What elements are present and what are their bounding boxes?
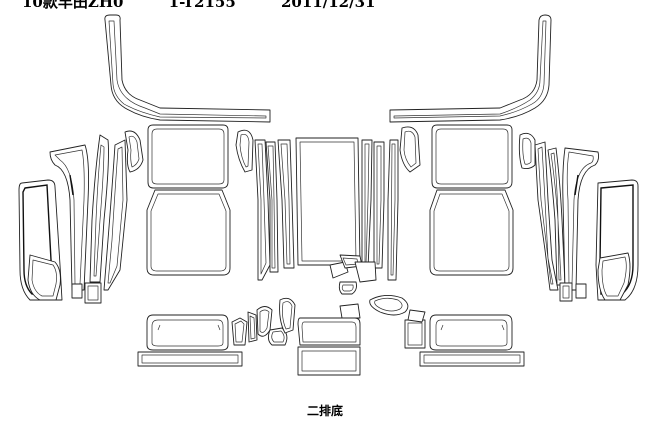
left-center-strip-a: [254, 139, 271, 281]
left-center-curve: [235, 129, 254, 173]
bottom-center-tray: [297, 303, 361, 376]
header-line: 10款丰田ZH0 1-T2155 2011/12/31: [22, 0, 415, 12]
left-center-strip-c: [277, 139, 295, 269]
right-strip-1: [534, 141, 559, 291]
right-center-strip-a: [361, 139, 373, 269]
left-seat-panel: [146, 124, 231, 276]
right-strip-3: [562, 147, 600, 291]
top-left-strip: [104, 14, 271, 123]
right-small-tabs: [559, 282, 587, 302]
diagram-caption: 二排底: [306, 404, 343, 418]
right-center-strip-b: [373, 141, 385, 269]
bottom-right-small-parts: [404, 309, 426, 349]
right-small-curve: [518, 132, 536, 170]
right-seat-panel: [429, 124, 514, 276]
right-outer-panel: [595, 179, 639, 301]
header-code: 1-T2155: [168, 0, 236, 11]
left-small-curve: [124, 130, 144, 173]
left-strip-3: [103, 139, 128, 291]
header-model: 10款丰田ZH0: [22, 0, 124, 11]
left-outer-panel: [18, 179, 63, 301]
bottom-left-small-parts: [231, 297, 296, 346]
bottom-left-tray: [137, 314, 243, 367]
bottom-right-tray: [419, 314, 525, 367]
center-tall-panel: [295, 137, 361, 266]
left-small-tabs: [71, 282, 102, 304]
top-right-strip: [389, 14, 552, 123]
left-strip-2: [89, 134, 109, 283]
center-small-pieces: [329, 254, 409, 316]
right-center-strip-c: [387, 139, 399, 281]
header-date: 2011/12/31: [281, 0, 376, 11]
left-center-strip-b: [265, 141, 279, 273]
right-center-curve: [399, 126, 421, 173]
